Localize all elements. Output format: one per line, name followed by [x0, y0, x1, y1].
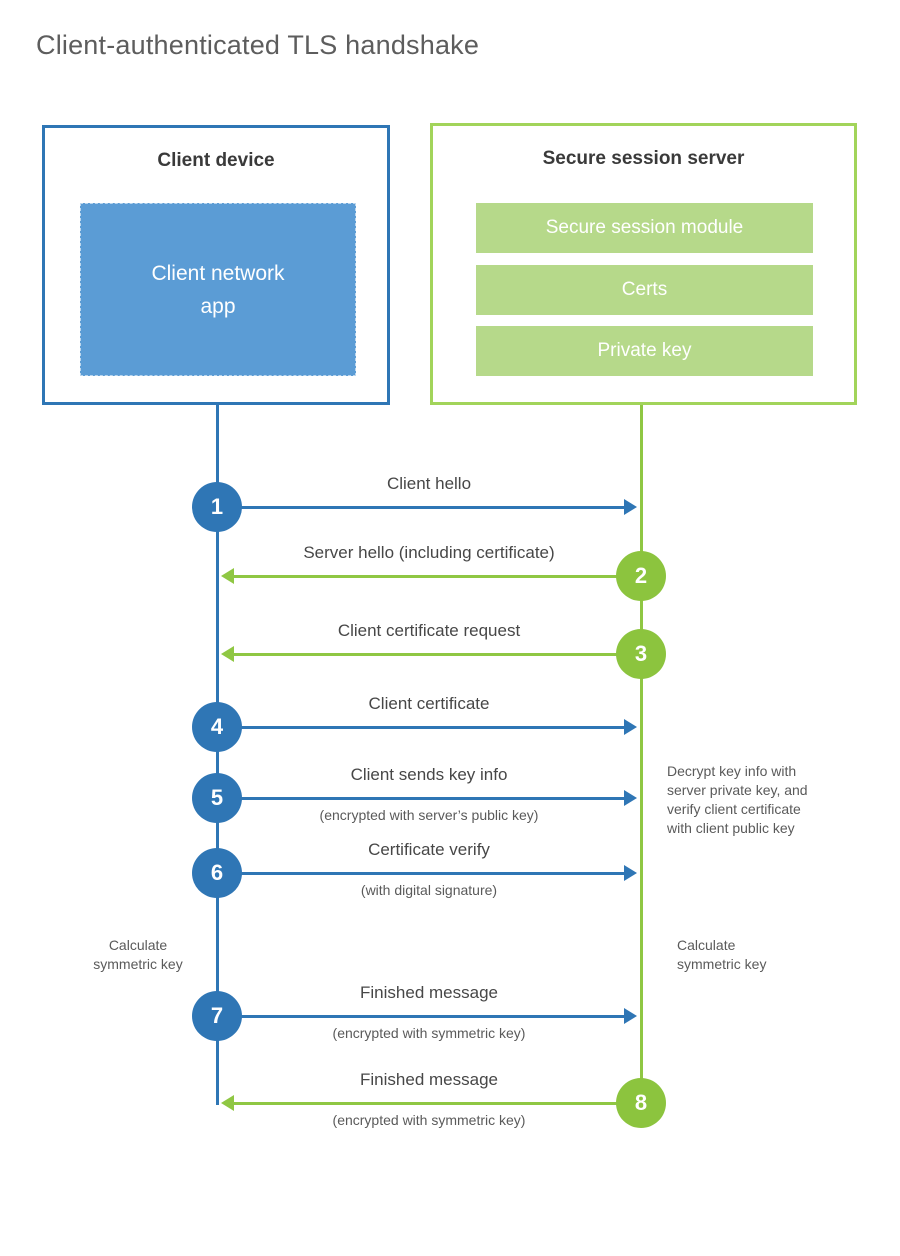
step-1-badge: 1 — [192, 482, 242, 532]
step-8-label: Finished message — [360, 1070, 498, 1089]
step-6-sublabel: (with digital signature) — [360, 882, 498, 898]
step-6-badge: 6 — [192, 848, 242, 898]
server-title: Secure session server — [542, 148, 745, 169]
step-8-badge: 8 — [616, 1078, 666, 1128]
step-3-arrow-left-icon — [221, 646, 641, 662]
step-1-label: Client hello — [386, 474, 472, 493]
step-3-badge: 3 — [616, 629, 666, 679]
note-decrypt-key-info: Decrypt key info with server private key… — [667, 763, 808, 836]
step-2-label: Server hello (including certificate) — [303, 543, 555, 562]
server-box: Secure session server Secure session mod… — [430, 123, 857, 405]
note-calculate-symmetric-key-client: Calculate symmetric key — [93, 937, 183, 972]
step-2-badge: 2 — [616, 551, 666, 601]
step-1-arrow-right-icon — [217, 499, 637, 515]
step-6-arrow-right-icon — [217, 865, 637, 881]
step-4-label: Client certificate — [368, 694, 490, 713]
step-6-label: Certificate verify — [368, 840, 490, 859]
step-2-arrow-left-icon — [221, 568, 641, 584]
page-title: Client-authenticated TLS handshake — [36, 30, 480, 60]
step-3-label: Client certificate request — [337, 621, 521, 640]
server-module-certs: Certs — [476, 265, 813, 315]
client-network-app-box: Client network app — [80, 203, 356, 376]
server-module-private-key: Private key — [476, 326, 813, 376]
step-8-sublabel: (encrypted with symmetric key) — [332, 1112, 526, 1128]
step-7-arrow-right-icon — [217, 1008, 637, 1024]
step-7-sublabel: (encrypted with symmetric key) — [332, 1025, 526, 1041]
step-8-arrow-left-icon — [221, 1095, 641, 1111]
step-5-badge: 5 — [192, 773, 242, 823]
step-4-badge: 4 — [192, 702, 242, 752]
server-lifeline — [640, 405, 643, 1104]
client-lifeline — [216, 405, 219, 1105]
note-calculate-symmetric-key-server: Calculate symmetric key — [677, 937, 767, 972]
client-device-box: Client device Client network app — [42, 125, 390, 405]
step-4-arrow-right-icon — [217, 719, 637, 735]
step-5-arrow-right-icon — [217, 790, 637, 806]
step-7-label: Finished message — [360, 983, 498, 1002]
step-5-sublabel: (encrypted with server’s public key) — [319, 807, 539, 823]
server-module-secure-session: Secure session module — [476, 203, 813, 253]
step-7-badge: 7 — [192, 991, 242, 1041]
step-5-label: Client sends key info — [350, 765, 508, 784]
client-device-title: Client device — [157, 150, 275, 171]
